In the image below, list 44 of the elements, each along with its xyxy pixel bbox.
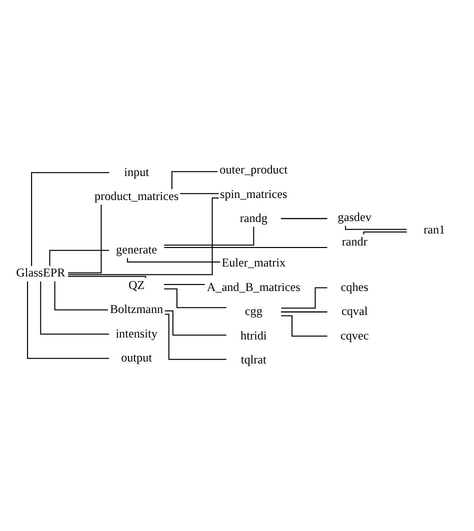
connector (48, 250, 109, 266)
node-text: intensity (115, 326, 157, 340)
node-text: GlassEPR (16, 266, 65, 280)
connector (164, 310, 226, 336)
node-text: cqvec (340, 328, 368, 342)
connector (26, 281, 109, 359)
connector (164, 226, 254, 246)
node-text: generate (116, 242, 157, 256)
connector (30, 172, 109, 266)
node-text: spin_matrices (220, 186, 287, 201)
connector (164, 247, 327, 248)
connector (280, 315, 327, 337)
connector (164, 314, 226, 360)
node-text: tqlrat (240, 352, 266, 367)
node-text: cgg (244, 304, 262, 318)
connector (126, 258, 220, 262)
connector (280, 218, 327, 220)
node-text: randg (239, 211, 267, 226)
node-text: cqhes (340, 280, 368, 294)
connector (40, 282, 109, 335)
node-text: Euler_matrix (221, 256, 286, 270)
connector (180, 193, 218, 194)
connector (170, 171, 218, 190)
connector (280, 311, 327, 312)
node-text: input (124, 164, 149, 179)
connector (362, 232, 406, 234)
connector (164, 284, 204, 286)
node-text: cqval (340, 304, 368, 318)
connector (344, 226, 406, 230)
connector (54, 281, 108, 310)
node-text: output (120, 350, 152, 364)
node-text: htridi (240, 328, 266, 342)
node-text: outer_product (219, 162, 288, 177)
node-text: ran1 (423, 222, 445, 236)
connector (67, 276, 146, 278)
node-text: product_matrices (94, 188, 178, 203)
node-text: QZ (128, 278, 144, 292)
node-text: gasdev (337, 210, 371, 224)
node-text: Boltzmann (109, 302, 163, 316)
connector (68, 204, 102, 274)
node-text: randr (341, 234, 367, 248)
connector (68, 198, 218, 276)
connector (164, 288, 226, 308)
node-text: A_and_B_matrices (206, 280, 300, 294)
